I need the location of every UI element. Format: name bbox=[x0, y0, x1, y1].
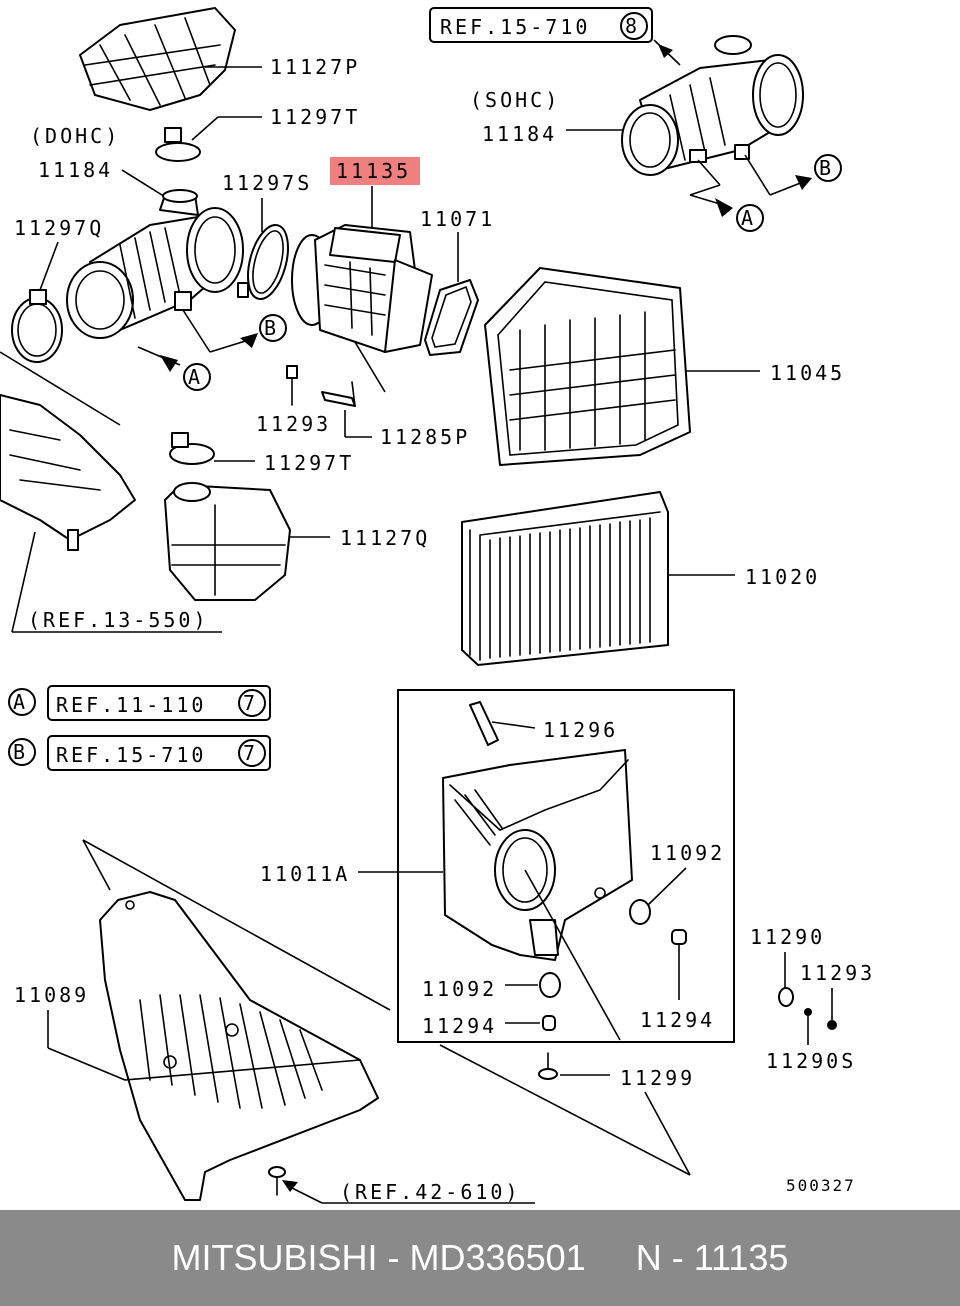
label-11089: 11089 bbox=[14, 983, 89, 1007]
marker-a-left bbox=[183, 363, 211, 391]
marker-a-right-text: A bbox=[741, 206, 756, 230]
label-11290: 11290 bbox=[750, 925, 825, 949]
label-11293-top: 11293 bbox=[256, 412, 331, 436]
marker-b-right bbox=[814, 154, 842, 182]
label-11092-right: 11092 bbox=[650, 841, 725, 865]
legend-b-ref: REF.15-710 bbox=[56, 743, 206, 767]
label-11297q: 11297Q bbox=[14, 216, 104, 240]
legend-a-circle bbox=[8, 688, 36, 716]
marker-a-left-text: A bbox=[188, 365, 203, 389]
resonator-11127p bbox=[79, 7, 236, 111]
label-11297t-mid: 11297T bbox=[264, 451, 354, 475]
grommet-11092-left bbox=[539, 972, 561, 998]
intake-hose-dohc bbox=[66, 189, 244, 339]
parts-diagram: 11127P 11297T (DOHC) 11184 11297S 11135 bbox=[0, 7, 875, 1204]
nut-11290s bbox=[804, 1008, 812, 1016]
marker-b-left bbox=[259, 314, 287, 342]
ref-42-610: (REF.42-610) bbox=[340, 1180, 521, 1204]
label-11290s: 11290S bbox=[766, 1049, 856, 1073]
marker-b-right-text: B bbox=[819, 156, 834, 180]
clamp-11297q bbox=[11, 289, 63, 363]
label-11092-left: 11092 bbox=[422, 977, 497, 1001]
label-11184-left: 11184 bbox=[38, 158, 113, 182]
footer-note-prefix: N bbox=[635, 1237, 662, 1278]
label-11297s: 11297S bbox=[222, 171, 312, 195]
clip-11296 bbox=[469, 701, 499, 746]
legend-a-box bbox=[47, 685, 271, 721]
intake-hose-sohc bbox=[621, 35, 804, 176]
label-11020: 11020 bbox=[745, 565, 820, 589]
label-11127q: 11127Q bbox=[340, 526, 430, 550]
label-11135: 11135 bbox=[336, 159, 411, 183]
ref-box-15-710-top bbox=[429, 7, 653, 43]
screw-11285p bbox=[321, 381, 356, 407]
clamp-11297t-mid bbox=[169, 432, 215, 465]
bolt-11293-right bbox=[827, 1020, 837, 1030]
label-11127p: 11127P bbox=[270, 55, 360, 79]
footer-gap bbox=[586, 1237, 636, 1279]
air-duct-11089 bbox=[99, 891, 379, 1201]
highlight-11135 bbox=[330, 157, 420, 185]
marker-a-right bbox=[736, 204, 764, 232]
legend-b-letter: B bbox=[13, 740, 28, 764]
ref-13-550: (REF.13-550) bbox=[28, 608, 209, 632]
grommet-11290 bbox=[778, 987, 794, 1007]
air-cleaner-element-11020 bbox=[461, 491, 669, 666]
label-11071: 11071 bbox=[420, 207, 495, 231]
label-sohc: (SOHC) bbox=[470, 88, 560, 112]
clamp-11297s bbox=[237, 224, 289, 300]
collar-11294-right bbox=[671, 929, 687, 945]
footer-sep1: - bbox=[377, 1237, 410, 1278]
label-11045: 11045 bbox=[770, 361, 845, 385]
legend-b-num: 7 bbox=[243, 741, 258, 765]
footer-sep2: - bbox=[661, 1237, 694, 1278]
marker-b-left-text: B bbox=[264, 316, 279, 340]
air-flow-sensor-11135 bbox=[291, 224, 433, 353]
grommet-11092-right bbox=[629, 899, 651, 925]
label-11184-right: 11184 bbox=[482, 122, 557, 146]
ref-15-710-top: REF.15-710 bbox=[440, 15, 590, 39]
legend-a-letter: A bbox=[13, 690, 28, 714]
legend-b-circle bbox=[8, 738, 36, 766]
air-cleaner-cover-11045 bbox=[484, 267, 691, 466]
label-11299: 11299 bbox=[620, 1066, 695, 1090]
clip-ref-42-610 bbox=[268, 1166, 286, 1196]
bolt-11299 bbox=[538, 1052, 558, 1080]
label-dohc: (DOHC) bbox=[30, 124, 120, 148]
ref-15-710-top-num: 8 bbox=[625, 14, 640, 38]
label-11285p: 11285P bbox=[380, 425, 470, 449]
label-11293-right: 11293 bbox=[800, 961, 875, 985]
bolt-11293-top bbox=[286, 365, 298, 406]
footer-bar: MITSUBISHI - MD336501 N - 11135 bbox=[0, 1210, 960, 1306]
label-11294-left: 11294 bbox=[422, 1014, 497, 1038]
legend-b-box bbox=[47, 735, 271, 771]
legend-a-num: 7 bbox=[243, 691, 258, 715]
label-11294-right: 11294 bbox=[640, 1008, 715, 1032]
footer-brand: MITSUBISHI bbox=[171, 1237, 378, 1278]
collar-11294-left bbox=[542, 1015, 556, 1031]
gasket-11071 bbox=[424, 279, 479, 356]
label-11296: 11296 bbox=[543, 718, 618, 742]
throttle-body-partial bbox=[0, 394, 136, 551]
resonator-11127q bbox=[164, 482, 291, 601]
legend-a-ref: REF.11-110 bbox=[56, 693, 206, 717]
label-11011a: 11011A bbox=[260, 862, 350, 886]
footer-part-number: MD336501 bbox=[409, 1237, 586, 1278]
clamp-11297t-top bbox=[155, 127, 201, 162]
label-11297t-top: 11297T bbox=[270, 105, 360, 129]
diagram-code: 500327 bbox=[786, 1176, 856, 1195]
footer-note-number: 11135 bbox=[693, 1237, 789, 1278]
